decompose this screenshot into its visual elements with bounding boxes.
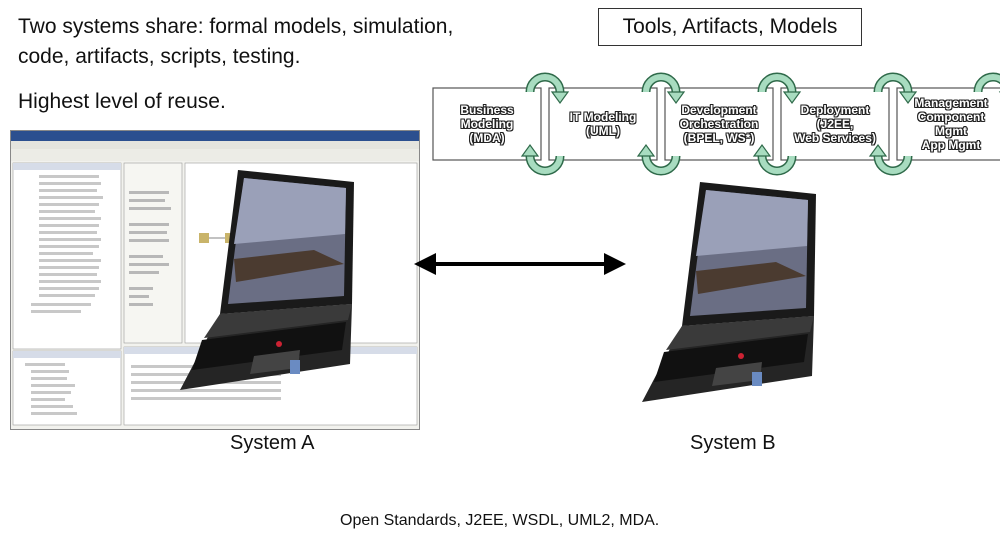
tools-box-label: Tools, Artifacts, Models (622, 15, 838, 38)
cycle-arrow-bottom (752, 143, 797, 176)
stage-label-line: (UML) (586, 124, 620, 138)
cycle-arrow-top (641, 72, 686, 105)
footer-standards: Open Standards, J2EE, WSDL, UML2, MDA. (340, 512, 660, 529)
stage-label-line: Development (681, 103, 757, 117)
intro-line-3: Highest level of reuse. (18, 90, 226, 113)
cycle-arrow-bottom (868, 143, 913, 176)
cycle-arrow-top (973, 72, 1000, 94)
cycle-arrow-bottom (520, 143, 565, 176)
laptop-icon (180, 170, 354, 390)
stage-box (780, 87, 890, 161)
stage-label-line: Modeling (460, 117, 514, 131)
cycle-arrow-bottom (636, 143, 681, 176)
stage-boxes (432, 87, 1000, 161)
stage-label-line: Management (914, 96, 988, 110)
stage-label-line: (BPEL, WS*) (683, 131, 755, 145)
stage-label-line: Web Services) (794, 131, 876, 145)
stage-label-line: App Mgmt (921, 138, 981, 152)
stage-label-line: Business (460, 103, 514, 117)
intro-line-2: code, artifacts, scripts, testing. (18, 45, 301, 68)
stage-label-line: Mgmt (935, 124, 967, 138)
cycle-arrow-top (873, 72, 918, 105)
laptop-icon (642, 182, 816, 402)
double-headed-arrow (414, 253, 626, 275)
cycle-arrow-top (525, 72, 570, 105)
stage-label: IT Modeling(UML) (549, 110, 657, 138)
stage-label-line: Orchestration (679, 117, 759, 131)
stage-label: Deployment(J2EE,Web Services) (781, 103, 889, 145)
stage-box (432, 87, 542, 161)
cycle-arrow-top (757, 72, 802, 105)
stage-box (896, 87, 1000, 161)
tools-artifacts-models-box: Tools, Artifacts, Models (598, 8, 862, 46)
system-a-label: System A (230, 432, 315, 454)
stage-label-line: Deployment (800, 103, 870, 117)
cycle-arrows (520, 72, 1000, 176)
stage-box (664, 87, 774, 161)
system-b-label: System B (690, 432, 776, 454)
intro-line-1: Two systems share: formal models, simula… (18, 15, 454, 38)
stage-box (548, 87, 658, 161)
stage-label-line: (J2EE, (816, 117, 854, 131)
lifecycle-diagram (432, 72, 1000, 176)
stage-label-line: Component (917, 110, 985, 124)
stage-label-line: IT Modeling (569, 110, 637, 124)
stage-label-line: (MDA) (469, 131, 505, 145)
